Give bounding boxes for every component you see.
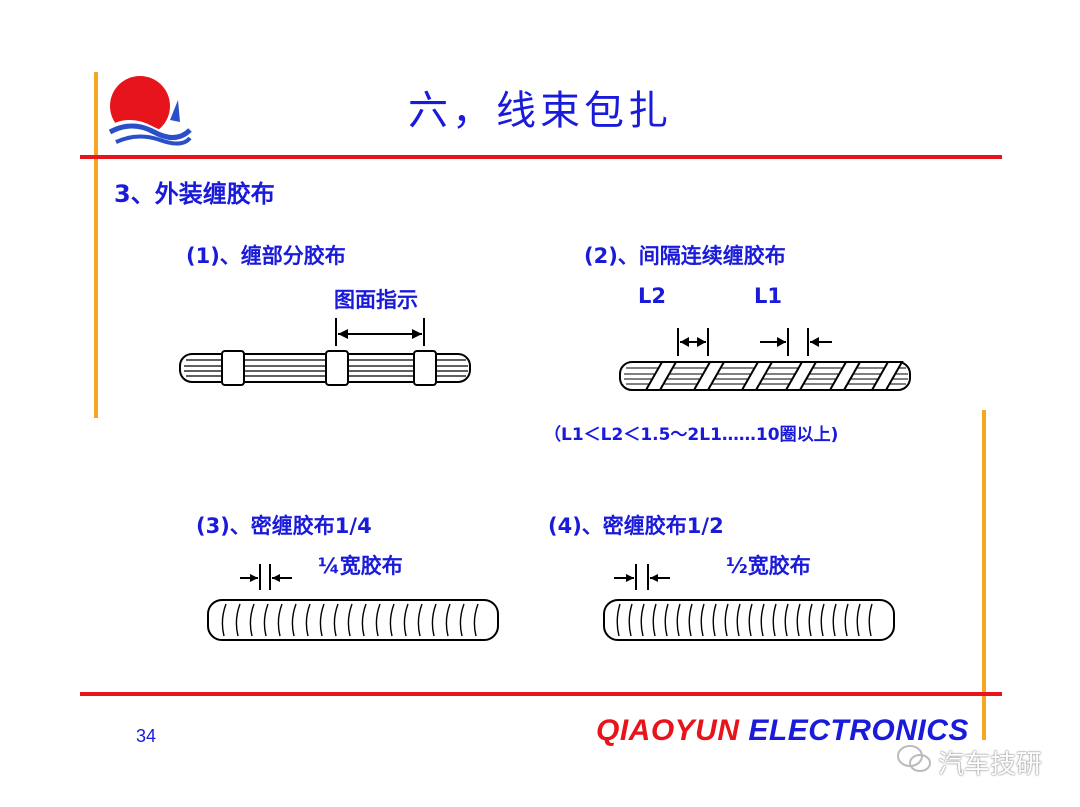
- interval-tape-diagram: [619, 328, 911, 391]
- page-number: 34: [136, 726, 157, 746]
- l2-label: L2: [638, 284, 666, 308]
- company-logo: [108, 76, 192, 154]
- right-accent-bar: [982, 410, 986, 740]
- item-1-annotation: 图面指示: [334, 288, 418, 312]
- brand-name-red: QIAOYUN: [596, 714, 740, 747]
- interval-note: （L1＜L2＜1.5～2L1……10圈以上): [544, 425, 839, 445]
- item-4-annotation: ½宽胶布: [726, 554, 811, 578]
- dense-tape-half-diagram: [603, 564, 895, 641]
- dense-tape-quarter-diagram: [207, 564, 499, 641]
- brand-name-blue: ELECTRONICS: [748, 714, 969, 747]
- watermark-text: 汽车技研: [938, 750, 1043, 780]
- l1-label: L1: [754, 284, 782, 308]
- item-3-label: (3)、密缠胶布1/4: [196, 514, 372, 538]
- page-title: 六，线束包扎: [408, 88, 672, 134]
- brand-name: QIAOYUN ELECTRONICS: [596, 714, 969, 748]
- wechat-icon: [897, 745, 931, 772]
- footer-rule: [80, 692, 1002, 696]
- item-3-annotation: ¼宽胶布: [318, 554, 403, 578]
- item-4-label: (4)、密缠胶布1/2: [548, 514, 724, 538]
- left-accent-bar: [94, 72, 98, 418]
- header-rule: [80, 155, 1002, 159]
- item-1-label: (1)、缠部分胶布: [186, 244, 346, 268]
- section-heading: 3、外装缠胶布: [114, 180, 275, 208]
- item-2-label: (2)、间隔连续缠胶布: [584, 244, 786, 268]
- partial-tape-diagram: [179, 318, 471, 386]
